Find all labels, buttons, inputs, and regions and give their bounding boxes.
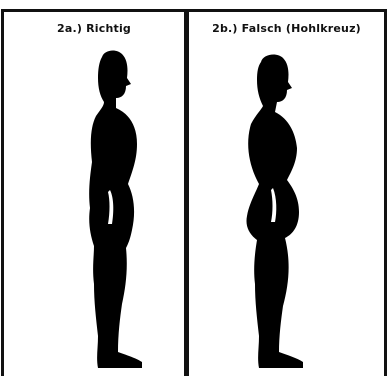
panel-correct-posture: 2a.) Richtig bbox=[1, 9, 187, 376]
upright-posture-silhouette bbox=[4, 12, 184, 376]
hollow-back-posture-silhouette bbox=[189, 12, 384, 376]
panel-wrong-posture: 2b.) Falsch (Hohlkreuz) bbox=[186, 9, 387, 376]
